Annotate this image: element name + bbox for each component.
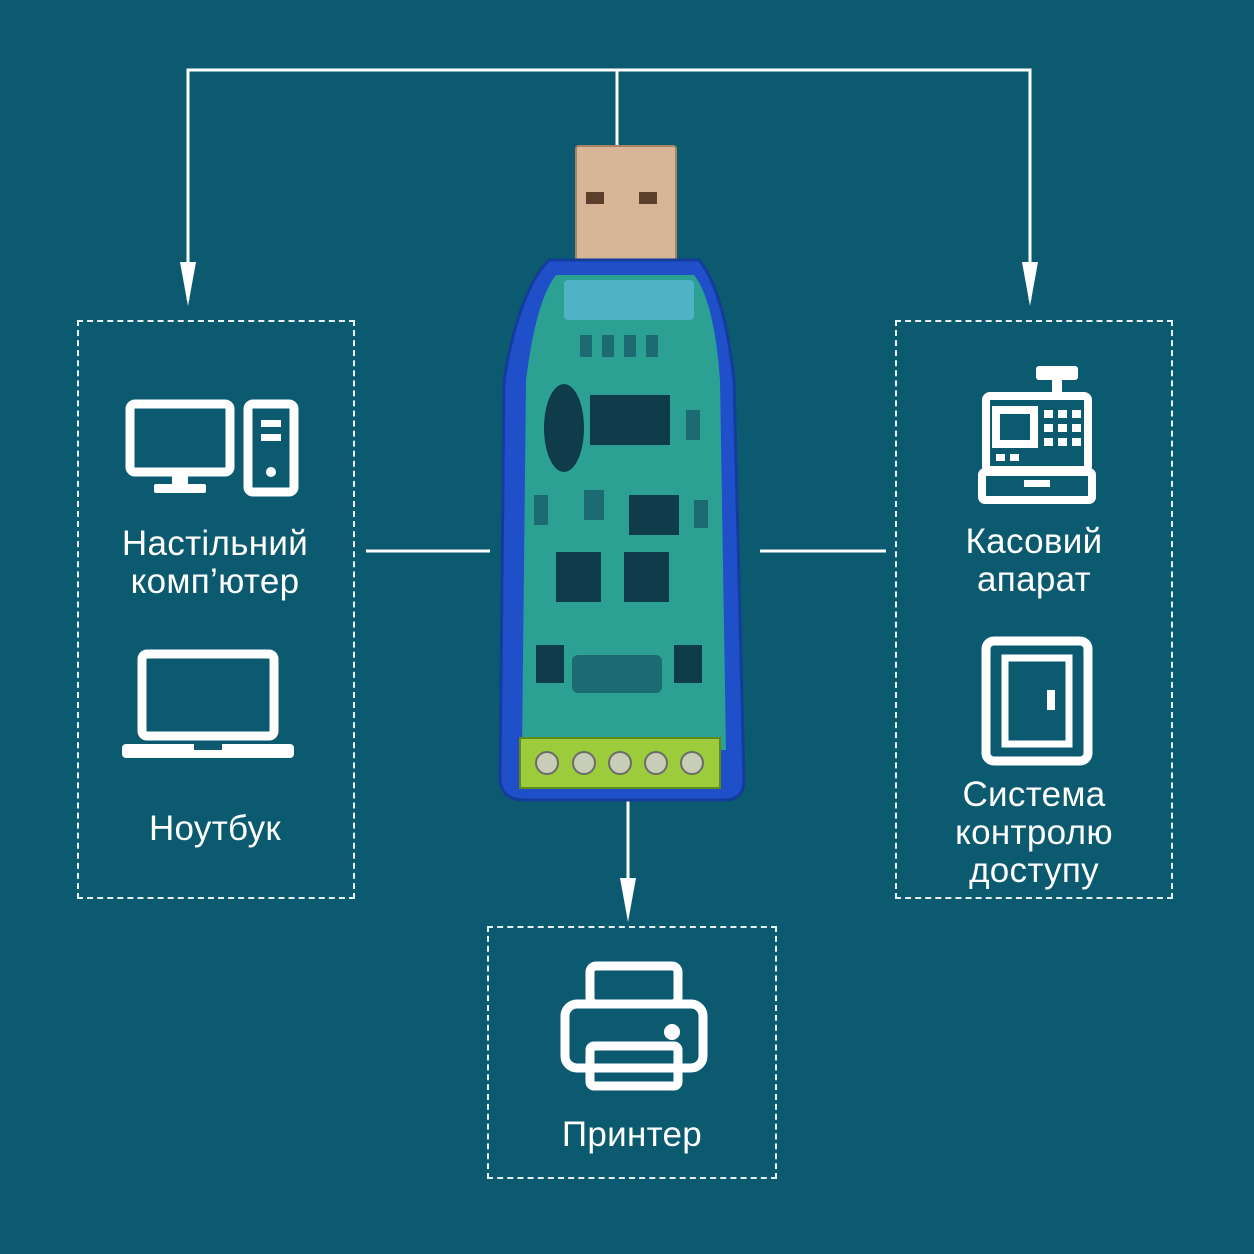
arrow-right-icon: [1022, 262, 1038, 306]
usb-adapter-image: [498, 145, 746, 802]
arrow-down-icon: [620, 878, 636, 922]
arrow-left-icon: [180, 262, 196, 306]
laptop-icon: [122, 649, 294, 758]
desktop-label: Настільний комп’ютер: [121, 524, 309, 601]
printer-label: Принтер: [561, 1115, 703, 1154]
printer-icon: [560, 961, 708, 1091]
right-group-box: [895, 320, 1173, 899]
printer-box: [487, 926, 777, 1179]
access-control-label: Система контролю доступу: [955, 775, 1113, 890]
laptop-label: Ноутбук: [148, 809, 282, 848]
top-connector: [186, 68, 1032, 300]
desktop-computer-icon: [125, 399, 299, 497]
cash-register-icon: [978, 366, 1096, 504]
left-group-box: [77, 320, 355, 899]
cash-register-label: Касовий апарат: [965, 522, 1103, 599]
access-door-icon: [981, 636, 1093, 766]
